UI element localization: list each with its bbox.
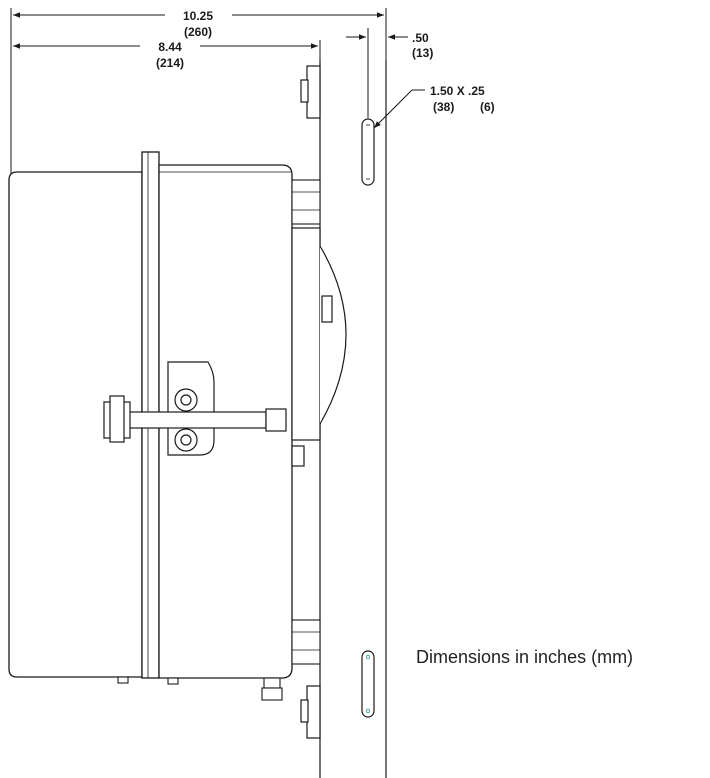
dome-assembly bbox=[291, 227, 347, 467]
standoff-lower bbox=[291, 619, 321, 665]
side-connector bbox=[291, 445, 305, 467]
slot-size-mm-length: (38) bbox=[433, 100, 454, 114]
bottom-fittings bbox=[117, 676, 283, 701]
latch-handle-grip bbox=[109, 395, 125, 443]
dome-lens bbox=[319, 245, 347, 425]
latch-arm-extension bbox=[265, 408, 287, 432]
dimension-overall-inches: 10.25 bbox=[183, 9, 213, 23]
bottom-fitting-gland-nut bbox=[261, 687, 283, 701]
dimension-offset-inches: .50 bbox=[412, 31, 429, 45]
mounting-slot-upper bbox=[361, 118, 375, 186]
bottom-fitting-left bbox=[117, 676, 129, 684]
dimension-offset-mm: (13) bbox=[412, 46, 433, 60]
dimension-body-inches: 8.44 bbox=[158, 40, 182, 54]
slot-leader-arrow bbox=[373, 89, 413, 129]
bottom-fitting-gland bbox=[263, 677, 281, 689]
latch-bolt-upper-inner bbox=[180, 394, 192, 406]
mounting-slot-lower bbox=[361, 650, 375, 718]
dimension-overall-mm: (260) bbox=[184, 25, 212, 39]
standoff-upper bbox=[291, 179, 321, 225]
mounting-brackets bbox=[300, 65, 321, 739]
bottom-fitting-flange bbox=[167, 677, 179, 685]
latch-assembly bbox=[103, 361, 287, 456]
standoffs bbox=[291, 179, 321, 665]
dome-mount-ring bbox=[291, 227, 321, 441]
bracket-upper-plate bbox=[306, 65, 321, 119]
slot-size-mm-width: (6) bbox=[480, 100, 495, 114]
units-note: Dimensions in inches (mm) bbox=[416, 647, 633, 667]
mounting-plate bbox=[319, 60, 387, 778]
dimension-body-mm: (214) bbox=[156, 56, 184, 70]
bracket-lower-plate bbox=[306, 685, 321, 739]
bracket-lower-nut bbox=[300, 699, 309, 723]
extension-lines bbox=[10, 8, 387, 178]
housing-rear-body bbox=[8, 171, 143, 678]
latch-bolt-lower-inner bbox=[180, 434, 192, 446]
bracket-upper-nut bbox=[300, 79, 309, 103]
slot-lower-accent-top bbox=[365, 654, 371, 660]
slot-lower-accent-bottom bbox=[365, 708, 371, 714]
slot-size-label: 1.50 X .25 bbox=[430, 84, 485, 98]
latch-arm bbox=[125, 411, 267, 429]
dome-bolt bbox=[321, 295, 333, 323]
